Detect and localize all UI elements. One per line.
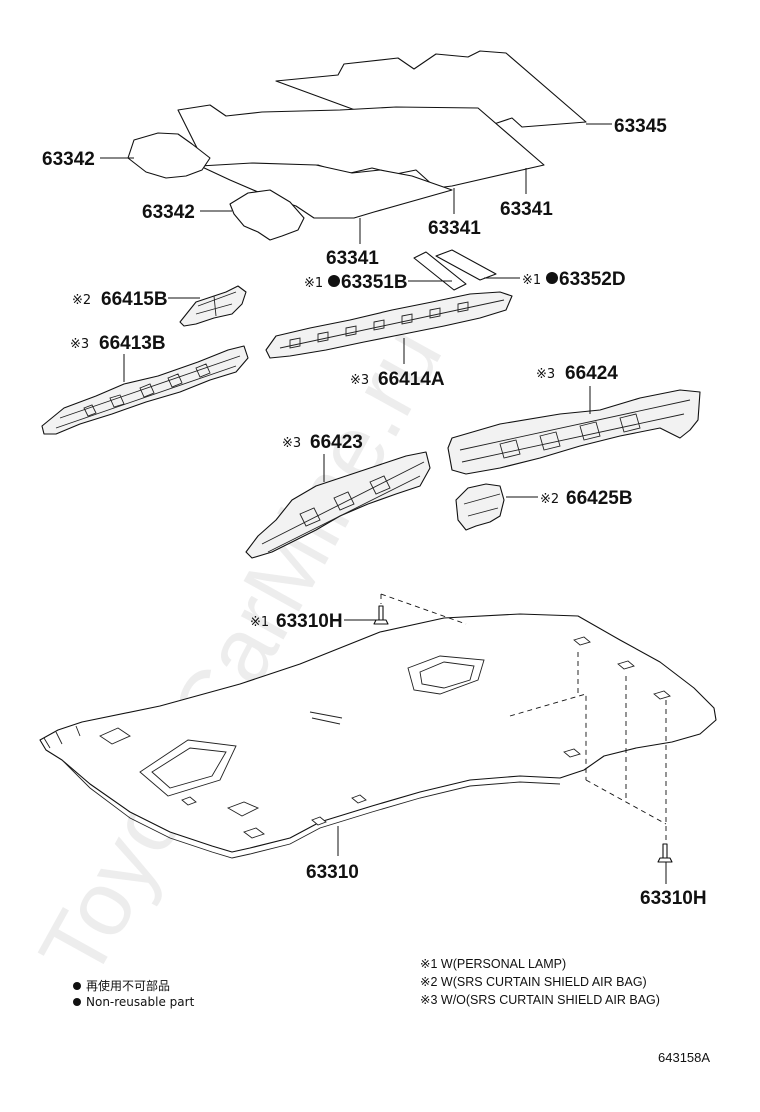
callout-66425B: ※2 66425B xyxy=(540,488,633,509)
condition-mark: ※3 xyxy=(70,337,89,352)
brackets xyxy=(41,285,701,559)
callout-63341-right: 63341 xyxy=(500,199,553,220)
callout-63310H-top: ※1 63310H xyxy=(250,611,343,632)
pad-63352D xyxy=(435,249,497,281)
callout-66415B: ※2 66415B xyxy=(72,289,168,310)
non-reusable-dot-icon xyxy=(73,998,81,1006)
part-number: 66415B xyxy=(101,289,168,310)
bracket-66415B xyxy=(179,285,247,327)
condition-mark: ※2 xyxy=(540,492,559,507)
condition-mark: ※2 xyxy=(72,293,91,308)
callout-63341-middle: 63341 xyxy=(428,218,481,239)
pad-63351B xyxy=(413,251,467,291)
callout-66424: ※3 66424 xyxy=(536,363,618,384)
callout-63345: 63345 xyxy=(614,116,667,137)
part-number: 63310H xyxy=(276,611,343,632)
part-number: 66425B xyxy=(566,488,633,509)
part-number: 63342 xyxy=(142,202,195,223)
legend: 再使用不可部品 Non-reusable part xyxy=(73,978,195,1009)
part-number: 63352D xyxy=(559,269,626,290)
non-reusable-dot-icon xyxy=(546,272,558,284)
legend-non-reusable-en: Non-reusable part xyxy=(86,995,195,1009)
part-number: 63341 xyxy=(326,248,379,269)
part-number: 66424 xyxy=(565,363,618,384)
part-number: 63310 xyxy=(306,862,359,883)
part-number: 63341 xyxy=(428,218,481,239)
note-1: ※1 W(PERSONAL LAMP) xyxy=(420,957,566,971)
note-3: ※3 W/O(SRS CURTAIN SHIELD AIR BAG) xyxy=(420,993,660,1007)
non-reusable-dot-icon xyxy=(73,982,81,990)
headliner-body xyxy=(39,613,717,853)
callout-63342-lower: 63342 xyxy=(142,202,195,223)
callout-63310H-bottom: 63310H xyxy=(640,888,707,909)
retainer-66413B xyxy=(41,345,249,435)
condition-mark: ※1 xyxy=(304,276,323,291)
diagram-code: 643158A xyxy=(658,1050,710,1065)
condition-mark: ※3 xyxy=(350,373,369,388)
assembly-lines xyxy=(380,593,667,842)
legend-non-reusable-cn: 再使用不可部品 xyxy=(86,978,170,993)
pad-63342-lower xyxy=(229,189,305,241)
headliner-opening-front xyxy=(139,739,237,797)
callout-63310: 63310 xyxy=(306,862,359,883)
callout-63351B: ※1 63351B xyxy=(304,272,408,293)
part-number: 63310H xyxy=(640,888,707,909)
note-2: ※2 W(SRS CURTAIN SHIELD AIR BAG) xyxy=(420,975,647,989)
roof-headlining-63310 xyxy=(39,613,717,859)
part-number: 63342 xyxy=(42,149,95,170)
part-number: 63351B xyxy=(341,272,408,293)
part-number: 66423 xyxy=(310,432,363,453)
retainer-66424 xyxy=(447,389,701,475)
condition-mark: ※3 xyxy=(536,367,555,382)
callout-63341-left: 63341 xyxy=(326,248,379,269)
pad-63342-upper xyxy=(127,132,211,179)
clip-63310H-top xyxy=(373,605,389,625)
condition-mark: ※1 xyxy=(522,273,541,288)
callout-63342-upper: 63342 xyxy=(42,149,95,170)
callout-63352D: ※1 63352D xyxy=(522,269,626,290)
condition-mark: ※3 xyxy=(282,436,301,451)
non-reusable-dot-icon xyxy=(328,275,340,287)
part-number: 66414A xyxy=(378,369,445,390)
leader-lines xyxy=(100,123,667,884)
condition-notes: ※1 W(PERSONAL LAMP) ※2 W(SRS CURTAIN SHI… xyxy=(420,957,660,1007)
callout-66413B: ※3 66413B xyxy=(70,333,166,354)
clip-63310H-bottom xyxy=(657,843,673,863)
roof-silencer-pads xyxy=(127,50,587,291)
bracket-66425B xyxy=(455,483,505,531)
condition-mark: ※1 xyxy=(250,615,269,630)
part-number: 63341 xyxy=(500,199,553,220)
callout-66414A: ※3 66414A xyxy=(350,369,445,390)
callout-66423: ※3 66423 xyxy=(282,432,363,453)
part-number: 66413B xyxy=(99,333,166,354)
part-number: 63345 xyxy=(614,116,667,137)
